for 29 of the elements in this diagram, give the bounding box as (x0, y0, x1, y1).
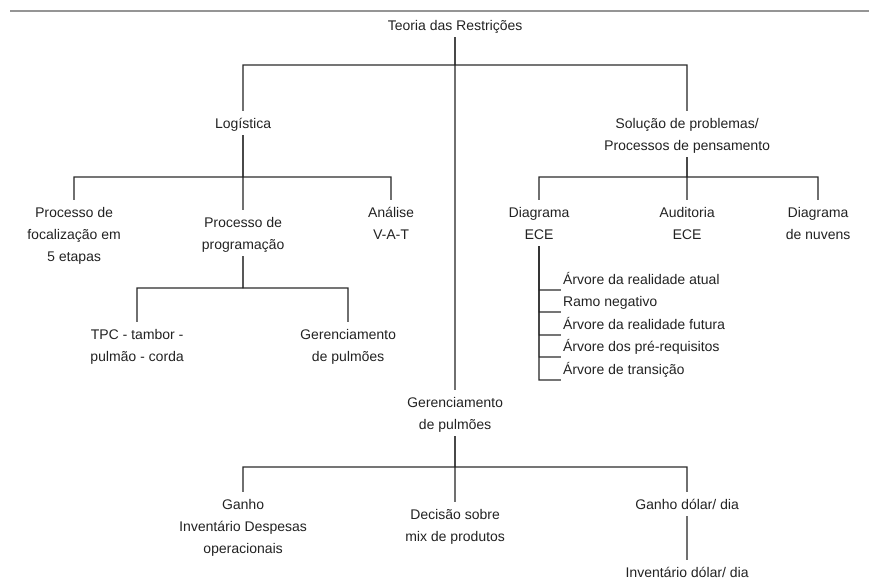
node-label: Árvore da realidade futura (563, 315, 725, 334)
node-label: Gerenciamento de pulmões (406, 393, 504, 434)
node-label: TPC - tambor - pulmão - corda (89, 325, 185, 366)
node-label: Auditoria ECE (658, 203, 716, 244)
connector-line (242, 135, 392, 200)
node-label: Solução de problemas/ Processos de pensamento (603, 114, 771, 155)
node-label: Processo de programação (200, 213, 286, 254)
connector-line (538, 246, 561, 381)
node-label: Decisão sobre mix de produtos (404, 505, 506, 546)
connector-line (242, 256, 349, 322)
node-label: Teoria das Restrições (386, 16, 524, 35)
node-label: Árvore de transição (563, 360, 684, 379)
connector-line (686, 516, 688, 560)
node-label: Logística (214, 114, 272, 133)
node-label: Ganho (220, 495, 266, 514)
node-label: Árvore da realidade atual (563, 270, 720, 289)
node-label: Ganho dólar/ dia (634, 495, 740, 514)
node-label: Gerenciamento de pulmões (299, 325, 397, 366)
connector-line (686, 157, 819, 200)
node-label: Árvore dos pré-requisitos (563, 337, 720, 356)
node-label: Ramo negativo (563, 292, 658, 311)
connector-line (454, 37, 456, 390)
connector-line (454, 436, 688, 492)
node-label: Inventário dólar/ dia (624, 563, 750, 578)
node-label: Inventário Despesas operacionais (178, 517, 308, 558)
node-label: Diagrama ECE (508, 203, 570, 244)
node-label: Análise V-A-T (367, 203, 415, 244)
node-label: Diagrama de nuvens (784, 203, 852, 244)
node-label: Processo de focalização em 5 etapas (26, 203, 122, 266)
